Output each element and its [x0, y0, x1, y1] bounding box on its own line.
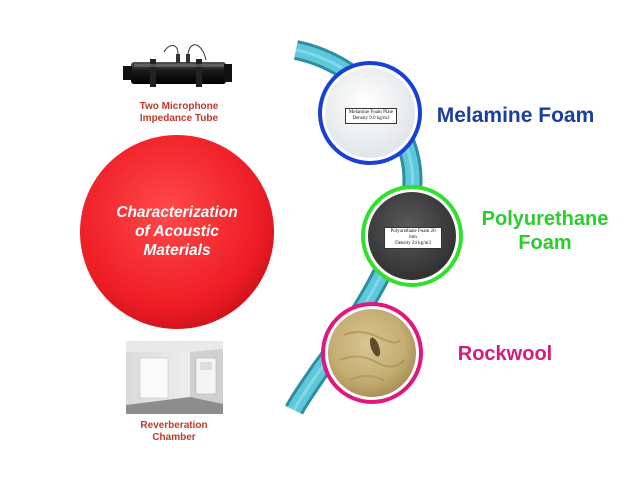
center-title-line-2: of Acoustic: [135, 223, 219, 240]
polyurethane-tag-line-1: Polyurethane Foam 20 mm: [390, 229, 436, 240]
melamine-tag-line-1: Melamine Foam Plate: [348, 110, 394, 115]
impedance-tube-caption-line-2: Impedance Tube: [139, 113, 219, 124]
polyurethane-foam-label: Polyurethane Foam: [470, 207, 620, 255]
polyurethane-sample-tag: Polyurethane Foam 20 mm Density 24 kg/m3: [384, 227, 442, 249]
center-title-line-3: Materials: [143, 242, 211, 259]
polyurethane-label-line-1: Polyurethane: [481, 208, 609, 230]
chamber-caption-line-1: Reverberation: [140, 420, 208, 431]
melamine-tag-line-2: Density 9.0 kg/m3: [352, 116, 390, 121]
impedance-tube-caption: Two Microphone Impedance Tube: [120, 101, 238, 125]
center-circle: [80, 135, 274, 329]
center-title-line-1: Characterization: [116, 204, 238, 221]
melamine-foam-label: Melamine Foam: [428, 103, 603, 129]
chamber-caption-line-2: Chamber: [152, 432, 196, 443]
polyurethane-tag-line-2: Density 24 kg/m3: [395, 241, 431, 246]
polyurethane-label-line-2: Foam: [518, 232, 572, 254]
melamine-label-line-1: Melamine Foam: [436, 104, 595, 127]
melamine-sample-tag: Melamine Foam Plate Density 9.0 kg/m3: [345, 108, 397, 124]
reverberation-chamber-caption: Reverberation Chamber: [120, 420, 228, 444]
impedance-tube-image: [121, 36, 236, 98]
rockwool-label-line-1: Rockwool: [457, 343, 553, 365]
center-title: Characterization of Acoustic Materials: [92, 203, 262, 260]
reverberation-chamber-image: [126, 341, 223, 414]
rockwool-sample: [321, 302, 423, 404]
rockwool-label: Rockwool: [450, 342, 560, 366]
impedance-tube-caption-line-1: Two Microphone: [139, 101, 219, 112]
